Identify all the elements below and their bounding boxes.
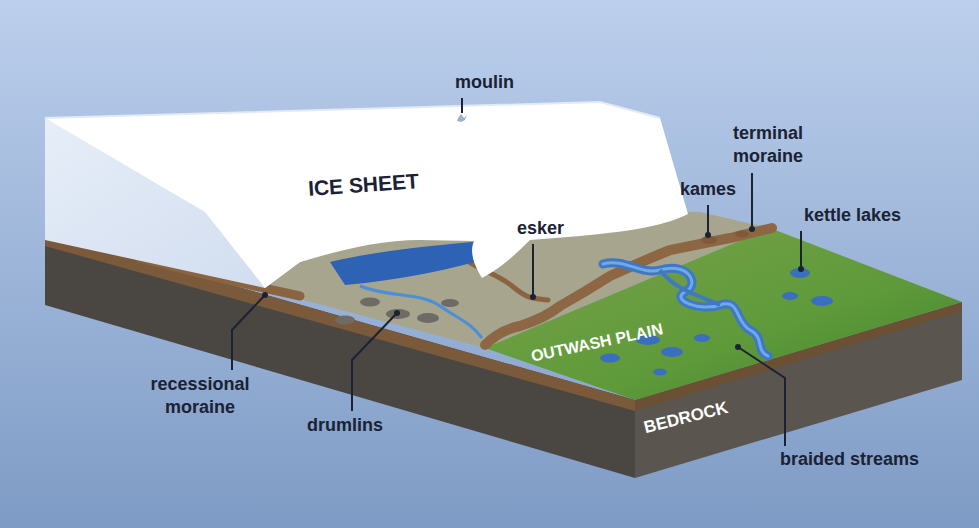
- leader-line: [707, 205, 709, 234]
- region-label: BEDROCK: [642, 397, 731, 439]
- kettle-lake: [811, 296, 833, 306]
- leader-line: [738, 347, 785, 446]
- ice-sheet-top: [45, 102, 688, 288]
- leader-line: [532, 244, 534, 296]
- leader-dot: [735, 344, 741, 350]
- drumlin: [441, 299, 459, 307]
- leader-dot: [262, 292, 268, 298]
- feature-label: kettle lakes: [804, 204, 901, 227]
- drumlin: [360, 298, 380, 307]
- region-label: ICE SHEET: [307, 167, 419, 202]
- kettle-lake: [782, 292, 798, 300]
- drumlin: [386, 309, 410, 319]
- leader-line: [352, 313, 397, 411]
- ice-sheet-edge: [45, 102, 660, 118]
- feature-label: terminal moraine: [708, 122, 828, 169]
- braided-stream: [660, 270, 720, 305]
- drumlin: [417, 313, 439, 323]
- kame: [735, 231, 749, 238]
- ice-sheet: [45, 102, 688, 288]
- leader-dot: [705, 232, 711, 238]
- leader-dot: [394, 310, 400, 316]
- moulin-hole: [457, 114, 467, 122]
- feature-label: recessional moraine: [135, 373, 265, 420]
- outwash-plain: [485, 228, 962, 400]
- feature-label: esker: [517, 217, 564, 240]
- meltwater-stream: [360, 286, 482, 338]
- leader-lines: [232, 98, 801, 446]
- leader-dot: [798, 266, 804, 272]
- leader-line: [751, 173, 753, 228]
- kettle-lake: [694, 334, 710, 342]
- kettle-lake: [653, 369, 667, 376]
- feature-label: moulin: [455, 71, 514, 94]
- feature-label: braided streams: [780, 448, 919, 471]
- kettle-lake: [661, 347, 683, 357]
- leader-line: [232, 295, 265, 370]
- kettle-lake: [600, 354, 620, 363]
- feature-label: kames: [680, 178, 736, 201]
- leader-dot: [749, 226, 755, 232]
- leader-line: [461, 98, 463, 113]
- leader-dot: [530, 294, 536, 300]
- drumlin: [335, 316, 355, 325]
- feature-label: drumlins: [307, 414, 383, 437]
- region-label: OUTWASH PLAIN: [529, 319, 665, 367]
- leader-line: [800, 231, 802, 268]
- leader-dots: [262, 226, 804, 350]
